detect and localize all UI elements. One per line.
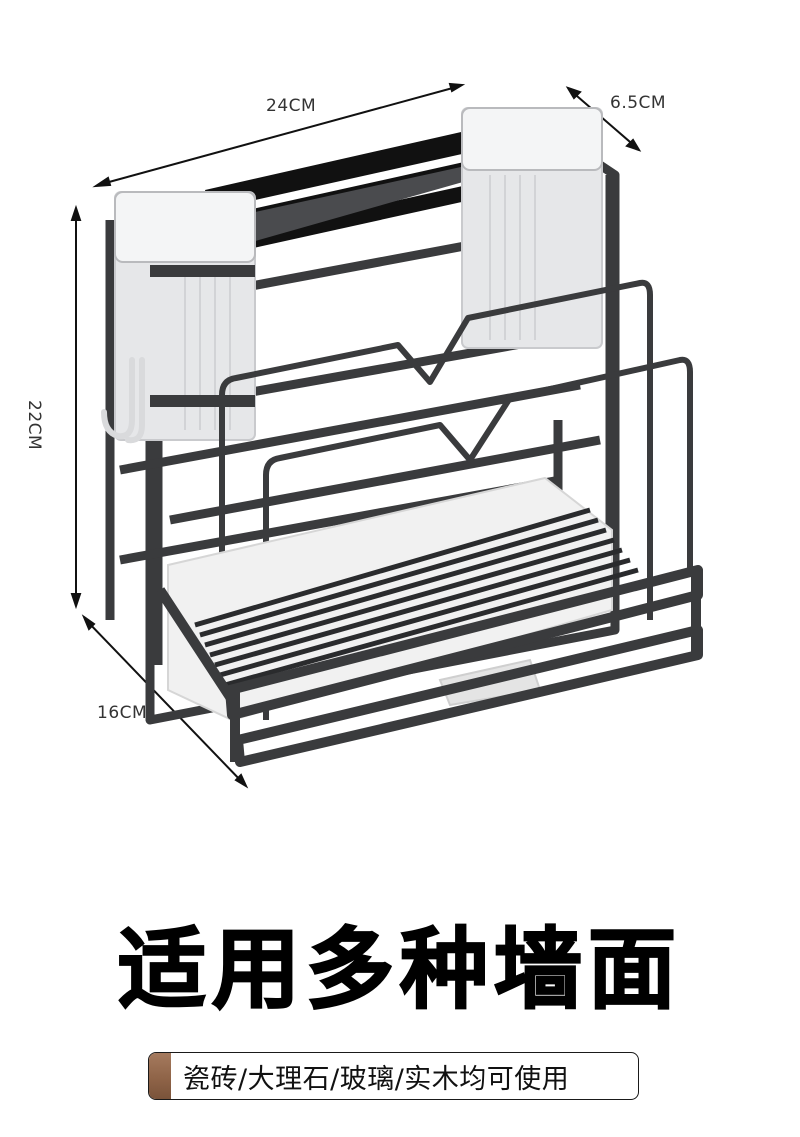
dimension-arrows [70,82,642,789]
height-dimension-label: 22CM [24,400,44,451]
depth-dimension-label-top: 6.5CM [610,93,667,113]
product-illustration [70,82,703,789]
utensil-cup-right [461,107,603,349]
product-stage: 24CM 6.5CM 22CM 16CM [24,82,703,789]
headline: 适用多种墙面 [117,918,682,1021]
bottom-rack [194,507,639,688]
width-dimension-label: 24CM [266,96,317,116]
hook-pair [101,357,145,444]
board-divider-front [263,356,693,720]
depth-dimension-label-bottom: 16CM [97,703,148,723]
surface-compatibility-badge: 瓷砖/大理石/玻璃/实木均可使用 [148,1052,639,1100]
wood-swatch-icon [149,1053,171,1099]
bottom-frame [155,565,703,767]
utensil-cup-left [114,191,256,441]
badge-text: 瓷砖/大理石/玻璃/实木均可使用 [183,1063,570,1095]
board-divider-back [219,279,653,640]
